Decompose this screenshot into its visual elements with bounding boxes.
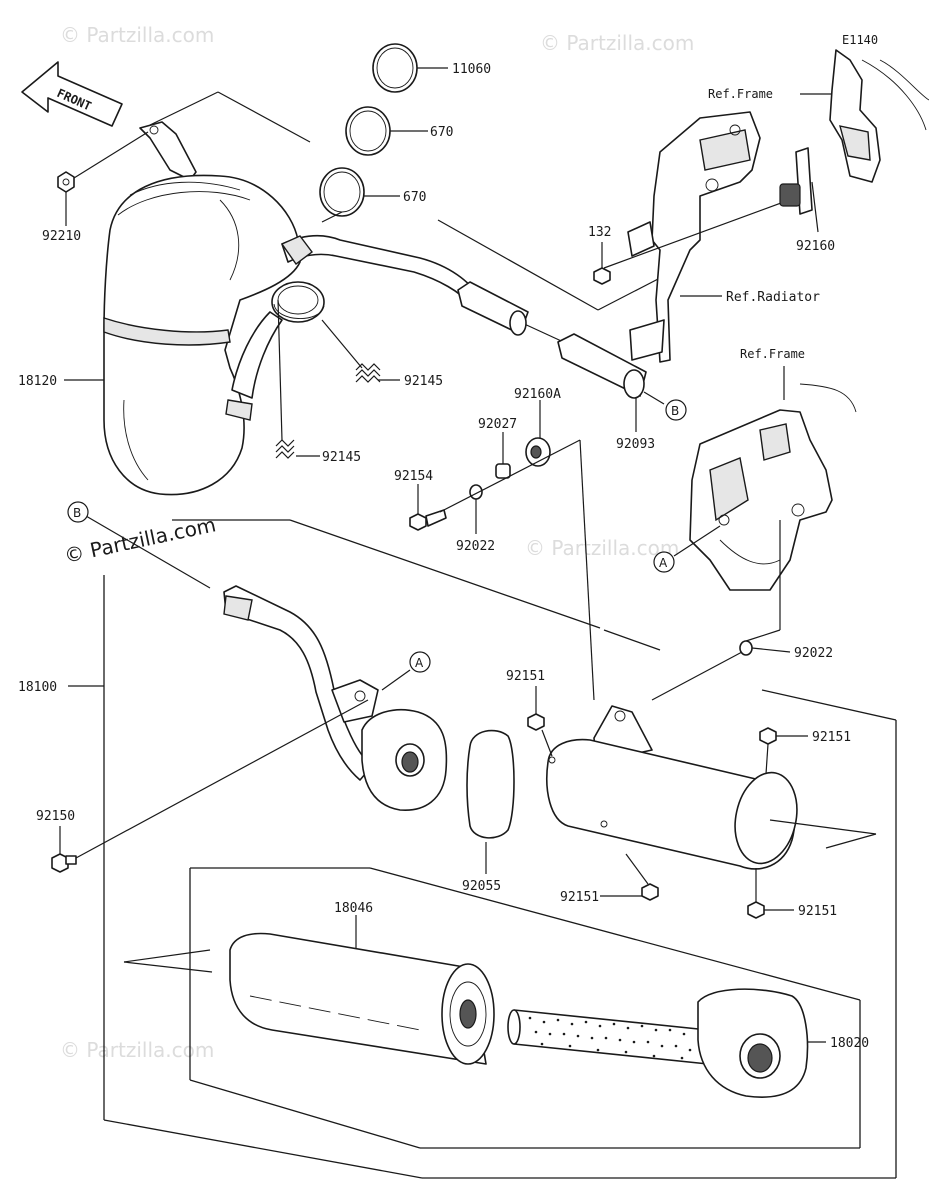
leaders-upper [149,91,661,346]
label-92160A: 92160A [514,387,561,402]
washer-92022-b: 92022 [739,520,833,661]
gasket-92055: 92055 [462,729,515,894]
label-18100: 18100 [18,680,57,695]
label-132: 132 [588,225,611,240]
label-ref-frame-lower: Ref.Frame [740,347,805,361]
watermark-1: © Partzilla.com [60,23,214,47]
frame-upper: Ref.Frame [708,49,929,183]
label-92151-c: 92151 [560,890,599,905]
exhaust-pipe-18120 [103,121,479,496]
watermark-3: © Partzilla.com [525,536,679,560]
gasket-670-a: 670 [345,106,453,156]
callout-a-left: A [415,656,424,670]
exhaust-pipe-18100: B A [67,501,448,811]
label-92210: 92210 [42,229,81,244]
callout-b-lower: B [73,506,81,520]
watermark-2: © Partzilla.com [540,31,694,55]
bolt-92151-a: 92151 [506,669,553,757]
label-92145-a: 92145 [404,374,443,389]
label-18020: 18020 [830,1036,869,1051]
label-92151-d: 92151 [798,904,837,919]
watermark-4: © Partzilla.com [60,1038,214,1062]
frame-lower: Ref.Frame A [653,347,857,591]
grommet-92160A: 92160A [514,387,561,467]
label-92022-b: 92022 [794,646,833,661]
perforations [528,1016,692,1060]
silencer-inner-outline [189,867,861,1149]
label-92055: 92055 [462,879,501,894]
label-18120: 18120 [18,374,57,389]
label-92160: 92160 [796,239,835,254]
label-670-a: 670 [430,125,453,140]
bolt-92151-c: 92151 [560,853,659,905]
callout-a-right: A [659,556,668,570]
label-11060: 11060 [452,62,491,77]
pipe-segment [457,281,529,336]
callout-b-upper: B [671,404,679,418]
label-92093: 92093 [616,437,655,452]
pipe-92093: 92093 B [557,333,687,452]
bolt-132: 132 [588,225,611,285]
label-670-b: 670 [403,190,426,205]
collar-92027: 92027 [478,417,517,479]
bolt-92150: 92150 [36,699,369,873]
muffler-body [546,705,877,870]
gasket-670-b: 670 [319,167,426,217]
label-ref-radiator: Ref.Radiator [726,290,820,305]
label-92027: 92027 [478,417,517,432]
bolt-92151-d: 92151 [747,868,837,919]
label-92022-a: 92022 [456,539,495,554]
label-92154: 92154 [394,469,433,484]
diagram-code: E1140 [842,33,878,47]
bolt-92151-b: 92151 [759,727,851,775]
copyright-text: © Partzilla.com [62,512,218,568]
damper-92160: 92160 [779,147,835,254]
nut-92210: 92210 [42,131,149,244]
radiator-bracket: Ref.Radiator [603,111,820,363]
label-92145-b: 92145 [322,450,361,465]
gasket-11060: 11060 [372,43,491,93]
spring-92145-b: 92145 [275,299,361,465]
label-18046: 18046 [334,901,373,916]
front-arrow-icon: FRONT [21,61,123,127]
label-92151-b: 92151 [812,730,851,745]
washer-92022-a: 92022 [456,484,495,554]
label-92151-a: 92151 [506,669,545,684]
spring-92145-a: 92145 [321,319,443,389]
bolt-92154: 92154 [394,469,447,531]
label-92150: 92150 [36,809,75,824]
assembly-outline [103,519,897,1179]
muffler-shell-18046: 18046 [123,901,495,1065]
perforated-core-18020: 18020 [507,988,869,1098]
label-ref-frame-upper: Ref.Frame [708,87,773,101]
